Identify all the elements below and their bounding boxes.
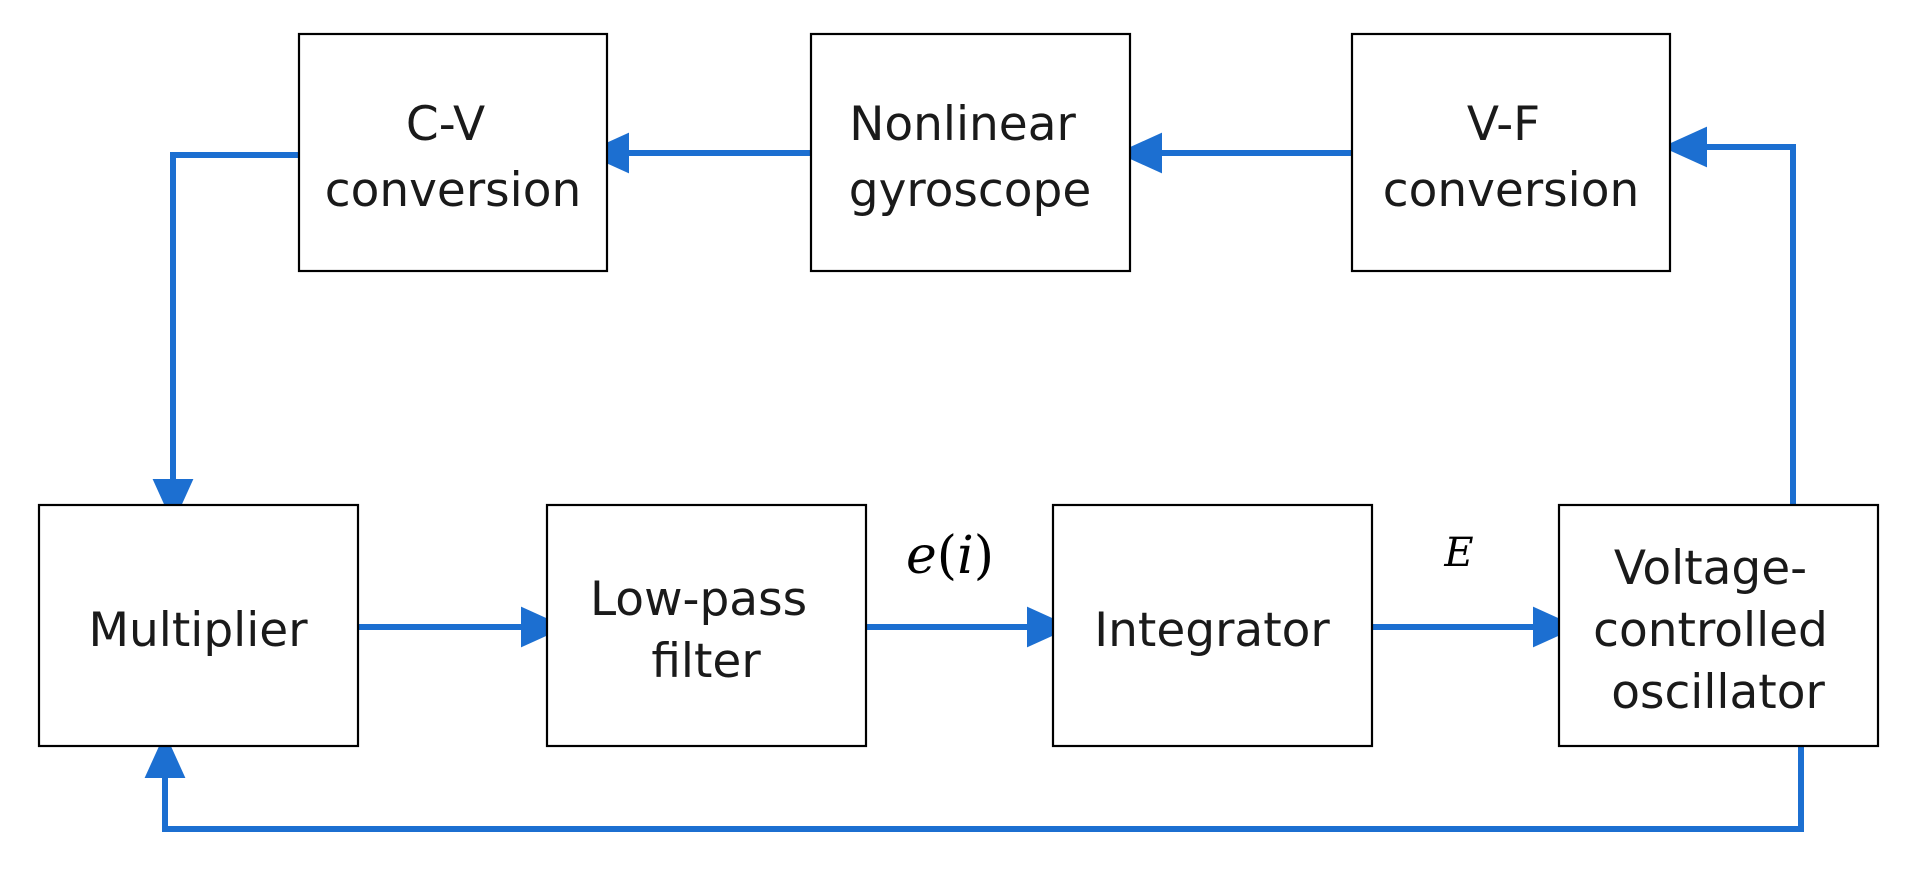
error-signal-label: e(i) — [906, 526, 994, 586]
vco-block: Voltage- controlled oscillator — [1557, 503, 1880, 748]
integrator-box — [1051, 503, 1374, 748]
vco-label-line: controlled — [1593, 603, 1828, 658]
vco-label: Voltage- controlled oscillator — [1593, 541, 1843, 720]
edge-cv-to-multiplier — [152, 152, 307, 524]
lowpass-filter-block: Low-pass filter — [545, 503, 868, 748]
error-signal-close-paren: ) — [974, 526, 994, 586]
cv-conversion-label-line: conversion — [325, 163, 582, 218]
error-signal-name: e — [906, 526, 937, 586]
cv-conversion-label-line: C-V — [406, 97, 485, 152]
error-signal-open-paren: ( — [937, 526, 957, 586]
vf-conversion-box — [1350, 32, 1672, 273]
nonlinear-gyroscope-label-line: gyroscope — [849, 163, 1092, 218]
vf-conversion-block: V-F conversion — [1350, 32, 1672, 273]
vco-label-line: oscillator — [1611, 665, 1825, 720]
error-signal-arg: i — [957, 526, 974, 586]
nonlinear-gyroscope-label-line: Nonlinear — [849, 97, 1076, 152]
nonlinear-gyroscope-label: Nonlinear gyroscope — [849, 97, 1092, 218]
multiplier-block: Multiplier — [37, 503, 360, 748]
multiplier-label: Multiplier — [88, 603, 308, 658]
vf-conversion-label: V-F conversion — [1383, 97, 1640, 218]
vco-box — [1557, 503, 1880, 748]
integrator-label-line: Integrator — [1094, 603, 1330, 658]
lowpass-filter-box — [545, 503, 868, 748]
cv-conversion-block: C-V conversion — [297, 32, 609, 273]
lowpass-filter-label-line: filter — [651, 634, 761, 689]
edge-vco-to-multiplier — [144, 733, 1804, 832]
nonlinear-gyroscope-box — [809, 32, 1132, 273]
vco-label-line: Voltage- — [1614, 541, 1807, 596]
cv-conversion-label: C-V conversion — [325, 97, 582, 218]
lowpass-filter-label: Low-pass filter — [590, 572, 822, 689]
cv-conversion-box — [297, 32, 609, 273]
multiplier-label-line: Multiplier — [88, 603, 308, 658]
integrator-block: Integrator — [1051, 503, 1374, 748]
vf-conversion-label-line: conversion — [1383, 163, 1640, 218]
energy-signal-label: E — [1443, 530, 1473, 576]
integrator-label: Integrator — [1094, 603, 1330, 658]
vf-conversion-label-line: V-F — [1467, 97, 1540, 152]
nonlinear-gyroscope-block: Nonlinear gyroscope — [809, 32, 1132, 273]
multiplier-box — [37, 503, 360, 748]
lowpass-filter-label-line: Low-pass — [590, 572, 807, 627]
connections — [144, 126, 1804, 832]
edge-vco-to-vf — [1662, 126, 1796, 505]
